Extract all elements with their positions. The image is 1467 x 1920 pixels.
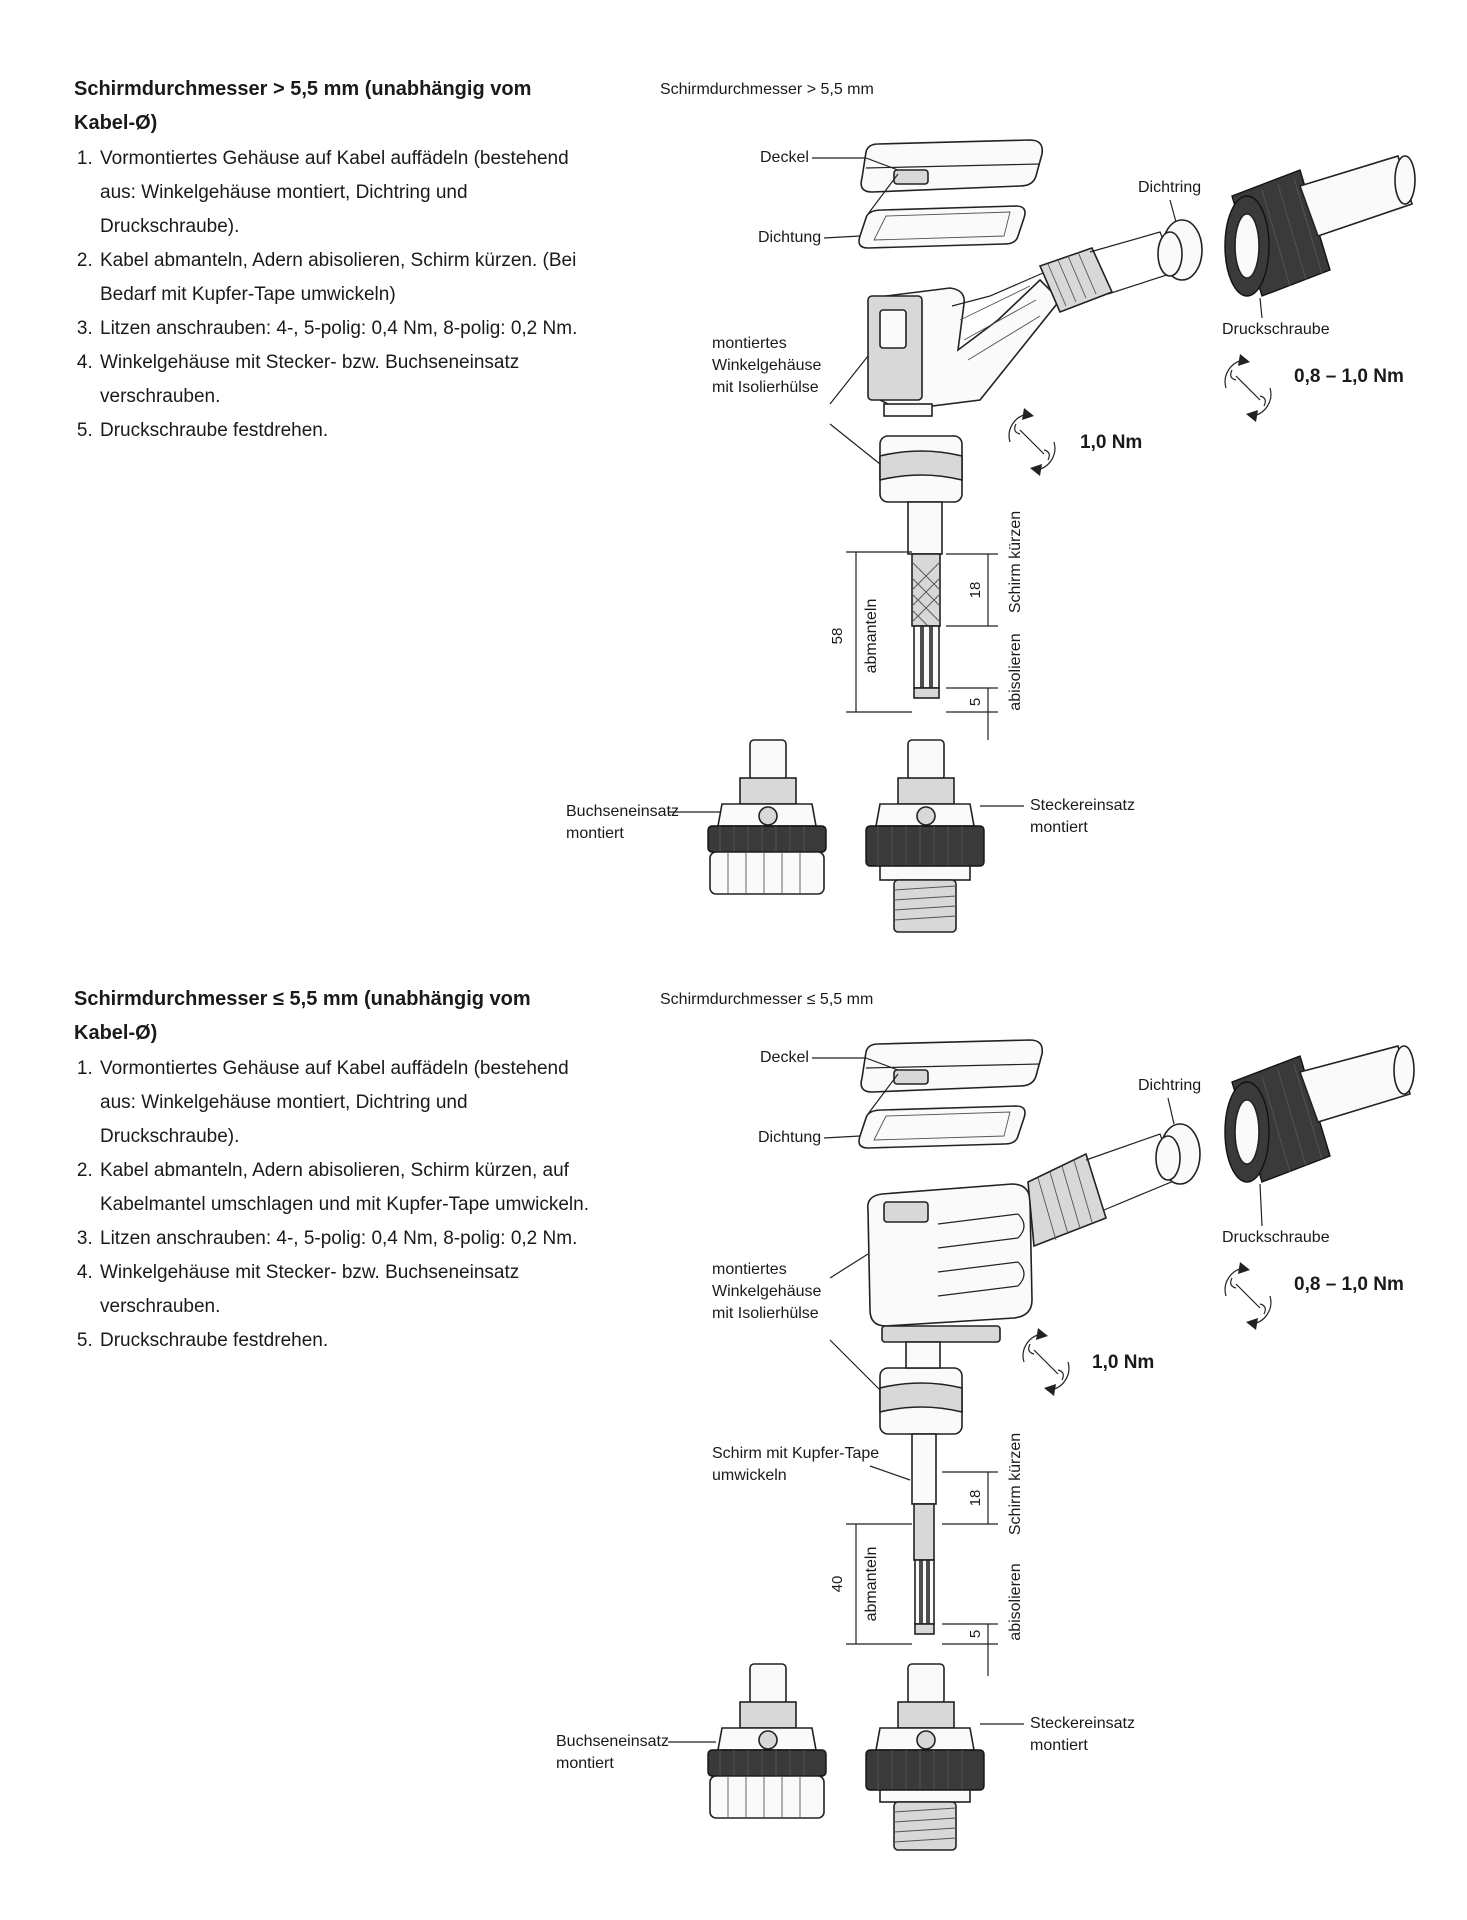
step-3: Litzen anschrauben: 4-, 5-polig: 0,4 Nm,… xyxy=(98,312,594,346)
label-dichtung: Dichtung xyxy=(758,229,821,246)
step-5: Druckschraube festdrehen. xyxy=(98,1324,594,1358)
label-housing-3: mit Isolierhülse xyxy=(712,379,819,396)
dim-shield: 18 xyxy=(967,582,984,599)
label-abisolieren: abisolieren xyxy=(1007,1563,1024,1640)
dim-strip: 5 xyxy=(967,698,984,706)
label-buchseneinsatz: Buchseneinsatz xyxy=(566,803,679,820)
torque-pressure-screw: 0,8 – 1,0 Nm xyxy=(1294,366,1404,387)
dimension-lines xyxy=(846,551,998,740)
label-buchse-montiert: montiert xyxy=(566,825,624,842)
label-tape-2: umwickeln xyxy=(712,1467,787,1484)
label-schirm-kuerzen: Schirm kürzen xyxy=(1007,1433,1024,1535)
label-druckschraube: Druckschraube xyxy=(1222,1229,1330,1246)
wrench-rotate-icon xyxy=(1022,1328,1070,1396)
label-schirm-kuerzen: Schirm kürzen xyxy=(1007,511,1024,613)
label-steckereinsatz: Steckereinsatz xyxy=(1030,797,1135,814)
torque-housing: 1,0 Nm xyxy=(1080,432,1142,453)
gasket-part xyxy=(858,205,1026,249)
section-small-shield: Schirmdurchmesser ≤ 5,5 mm (unabhängig v… xyxy=(0,910,1467,1870)
label-abmanteln: abmanteln xyxy=(863,1547,880,1622)
plug-insert xyxy=(865,1663,985,1851)
label-buchse-montiert: montiert xyxy=(556,1755,614,1772)
step-2: Kabel abmanteln, Adern abisolieren, Schi… xyxy=(98,1154,594,1222)
label-stecker-montiert: montiert xyxy=(1030,1737,1088,1754)
step-2: Kabel abmanteln, Adern abisolieren, Schi… xyxy=(98,244,594,312)
angled-housing xyxy=(867,231,1177,417)
step-1: Vormontiertes Gehäuse auf Kabel auffädel… xyxy=(98,142,594,244)
torque-pressure-screw: 0,8 – 1,0 Nm xyxy=(1294,1274,1404,1295)
instructions-heading: Schirmdurchmesser ≤ 5,5 mm (unabhängig v… xyxy=(74,988,531,1044)
stripped-cable xyxy=(911,1433,937,1635)
label-buchseneinsatz: Buchseneinsatz xyxy=(556,1733,669,1750)
section-large-shield: Schirmdurchmesser > 5,5 mm (unabhängig v… xyxy=(0,0,1467,960)
label-dichtung: Dichtung xyxy=(758,1129,821,1146)
wrench-rotate-icon xyxy=(1224,354,1272,422)
instructions-large: Schirmdurchmesser > 5,5 mm (unabhängig v… xyxy=(74,72,594,448)
dim-shield: 18 xyxy=(967,1490,984,1507)
cable-end xyxy=(1298,154,1413,238)
label-housing-3: mit Isolierhülse xyxy=(712,1305,819,1322)
instructions-small: Schirmdurchmesser ≤ 5,5 mm (unabhängig v… xyxy=(74,982,594,1358)
step-4: Winkelgehäuse mit Stecker- bzw. Buchsene… xyxy=(98,1256,594,1324)
label-dichtring: Dichtring xyxy=(1138,179,1201,196)
label-housing-1: montiertes xyxy=(712,1261,787,1278)
label-housing-1: montiertes xyxy=(712,335,787,352)
step-list: Vormontiertes Gehäuse auf Kabel auffädel… xyxy=(74,1052,594,1358)
cover-part xyxy=(860,1039,1044,1093)
step-5: Druckschraube festdrehen. xyxy=(98,414,594,448)
label-steckereinsatz: Steckereinsatz xyxy=(1030,1715,1135,1732)
dim-strip: 5 xyxy=(967,1630,984,1638)
socket-insert xyxy=(707,739,827,895)
label-housing-2: Winkelgehäuse xyxy=(712,1283,822,1300)
cable-end xyxy=(1298,1045,1411,1123)
assembly-diagram-small: Schirmdurchmesser ≤ 5,5 mm xyxy=(556,991,1415,1851)
step-3: Litzen anschrauben: 4-, 5-polig: 0,4 Nm,… xyxy=(98,1222,594,1256)
dimension-lines xyxy=(846,1471,998,1676)
dim-total: 58 xyxy=(829,628,846,645)
diagram-title: Schirmdurchmesser ≤ 5,5 mm xyxy=(660,991,873,1008)
label-stecker-montiert: montiert xyxy=(1030,819,1088,836)
plug-insert xyxy=(865,739,985,933)
label-abisolieren: abisolieren xyxy=(1007,633,1024,710)
wrench-rotate-icon xyxy=(1008,408,1056,476)
gasket-part xyxy=(858,1105,1026,1149)
step-4: Winkelgehäuse mit Stecker- bzw. Buchsene… xyxy=(98,346,594,414)
label-dichtring: Dichtring xyxy=(1138,1077,1201,1094)
socket-insert xyxy=(707,1663,827,1819)
label-deckel: Deckel xyxy=(760,149,809,166)
insulating-sleeve xyxy=(879,1341,963,1435)
stripped-cable xyxy=(907,501,943,699)
label-deckel: Deckel xyxy=(760,1049,809,1066)
instructions-heading: Schirmdurchmesser > 5,5 mm (unabhängig v… xyxy=(74,78,532,134)
diagram-title: Schirmdurchmesser > 5,5 mm xyxy=(660,81,874,98)
insulating-sleeve xyxy=(879,435,963,503)
assembly-diagram-large: Schirmdurchmesser > 5,5 mm xyxy=(566,81,1416,933)
dim-total: 40 xyxy=(829,1576,846,1593)
step-list: Vormontiertes Gehäuse auf Kabel auffädel… xyxy=(74,142,594,448)
step-1: Vormontiertes Gehäuse auf Kabel auffädel… xyxy=(98,1052,594,1154)
cover-part xyxy=(860,139,1044,193)
wrench-rotate-icon xyxy=(1224,1262,1272,1330)
label-housing-2: Winkelgehäuse xyxy=(712,357,822,374)
label-tape-1: Schirm mit Kupfer-Tape xyxy=(712,1445,879,1462)
angled-housing xyxy=(866,1133,1177,1343)
torque-housing: 1,0 Nm xyxy=(1092,1352,1154,1373)
label-abmanteln: abmanteln xyxy=(863,599,880,674)
label-druckschraube: Druckschraube xyxy=(1222,321,1330,338)
